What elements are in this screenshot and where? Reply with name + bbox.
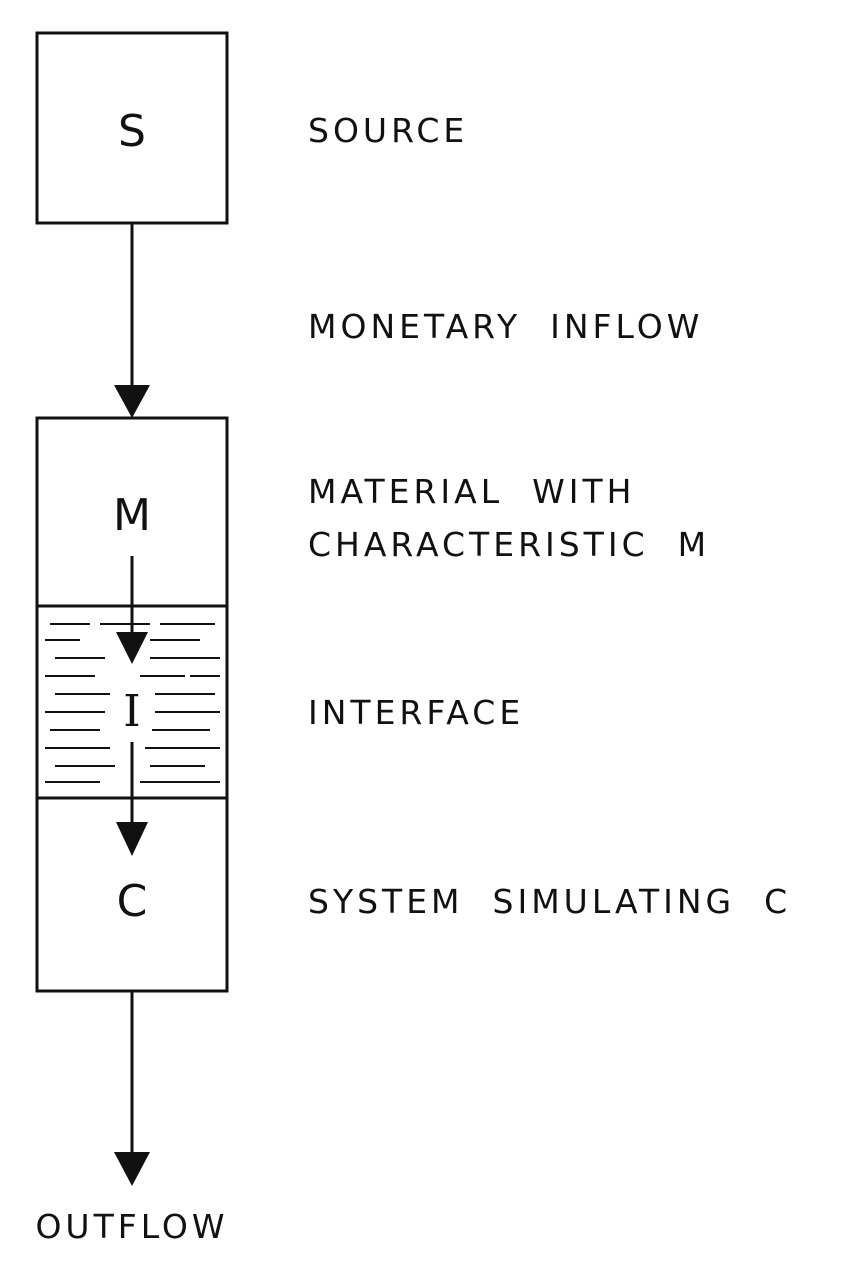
- interface-to-system-arrowhead: [116, 822, 148, 856]
- outflow-label: OUTFLOW: [35, 1207, 228, 1246]
- material-to-interface-arrowhead: [116, 632, 148, 664]
- system-letter: C: [117, 876, 148, 927]
- inflow-arrowhead: [114, 385, 150, 418]
- interface-letter-bg: [112, 684, 152, 732]
- source-label: SOURCE: [308, 111, 468, 150]
- interface-label: INTERFACE: [308, 693, 524, 732]
- system-label: SYSTEM SIMULATING C: [308, 882, 791, 921]
- material-label-line1: MATERIAL WITH: [308, 472, 635, 511]
- material-letter: M: [113, 490, 151, 541]
- inflow-label: MONETARY INFLOW: [308, 307, 703, 346]
- source-letter: S: [118, 106, 146, 157]
- outflow-arrowhead: [114, 1152, 150, 1186]
- material-label-line2: CHARACTERISTIC M: [308, 525, 710, 564]
- interface-hatching: [45, 623, 220, 783]
- interface-letter: I: [123, 686, 140, 737]
